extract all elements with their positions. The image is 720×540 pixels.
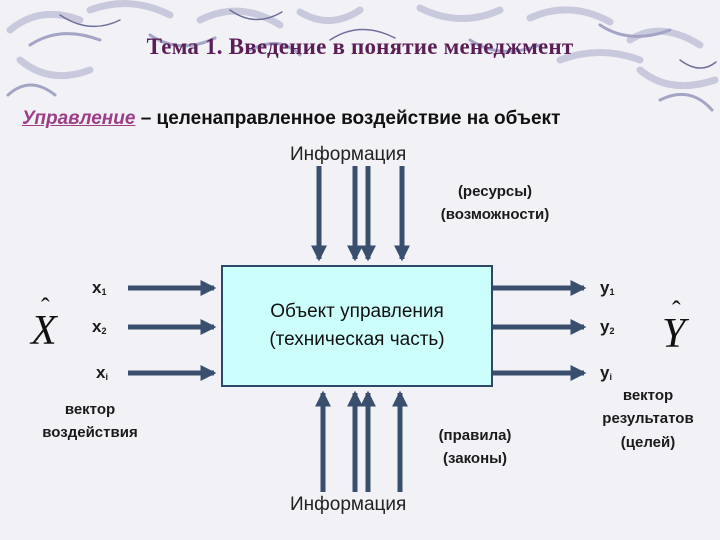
output-y1: y1 <box>600 278 615 297</box>
output-y2: y2 <box>600 317 615 336</box>
info-bottom-label: Информация <box>290 494 407 515</box>
output-yi: yi <box>600 363 612 382</box>
output-vector-caption-line-2: результатов <box>602 410 694 428</box>
resources-label: (ресурсы) (возможности) <box>420 180 570 227</box>
input-vector-caption: вектор воздействия <box>20 398 160 445</box>
control-object-box: Объект управления (техническая часть) <box>221 265 493 387</box>
page-title: Тема 1. Введение в понятие менеджмент <box>146 34 574 59</box>
definition-term: Управление <box>22 108 136 129</box>
definition-body: – целенаправленное воздействие на объект <box>135 108 561 129</box>
rules-line-2: (законы) <box>443 450 507 468</box>
box-line-1: Объект управления <box>270 301 444 323</box>
hat-icon: ˆ <box>672 296 681 325</box>
input-x2: x2 <box>92 317 107 336</box>
resources-line-1: (ресурсы) <box>457 183 533 200</box>
info-top-label: Информация <box>290 144 407 165</box>
box-line-2: (техническая часть) <box>269 329 445 350</box>
rules-line-1: (правила) <box>438 427 512 444</box>
output-vector-caption-line-3: (целей) <box>620 433 676 451</box>
input-x1: x1 <box>92 278 107 297</box>
resources-line-2: (возможности) <box>440 206 550 224</box>
input-xi: xi <box>96 363 108 382</box>
output-vector-caption-line-1: вектор <box>622 387 674 404</box>
definition-text: Управление – целенаправленное воздействи… <box>22 108 560 130</box>
rules-label: (правила) (законы) <box>400 424 550 471</box>
input-vector-caption-line-1: вектор <box>64 401 116 418</box>
input-vector-caption-line-2: воздействия <box>42 424 138 442</box>
hat-icon: ˆ <box>41 293 50 322</box>
output-vector-caption: вектор результатов (целей) <box>578 384 718 454</box>
